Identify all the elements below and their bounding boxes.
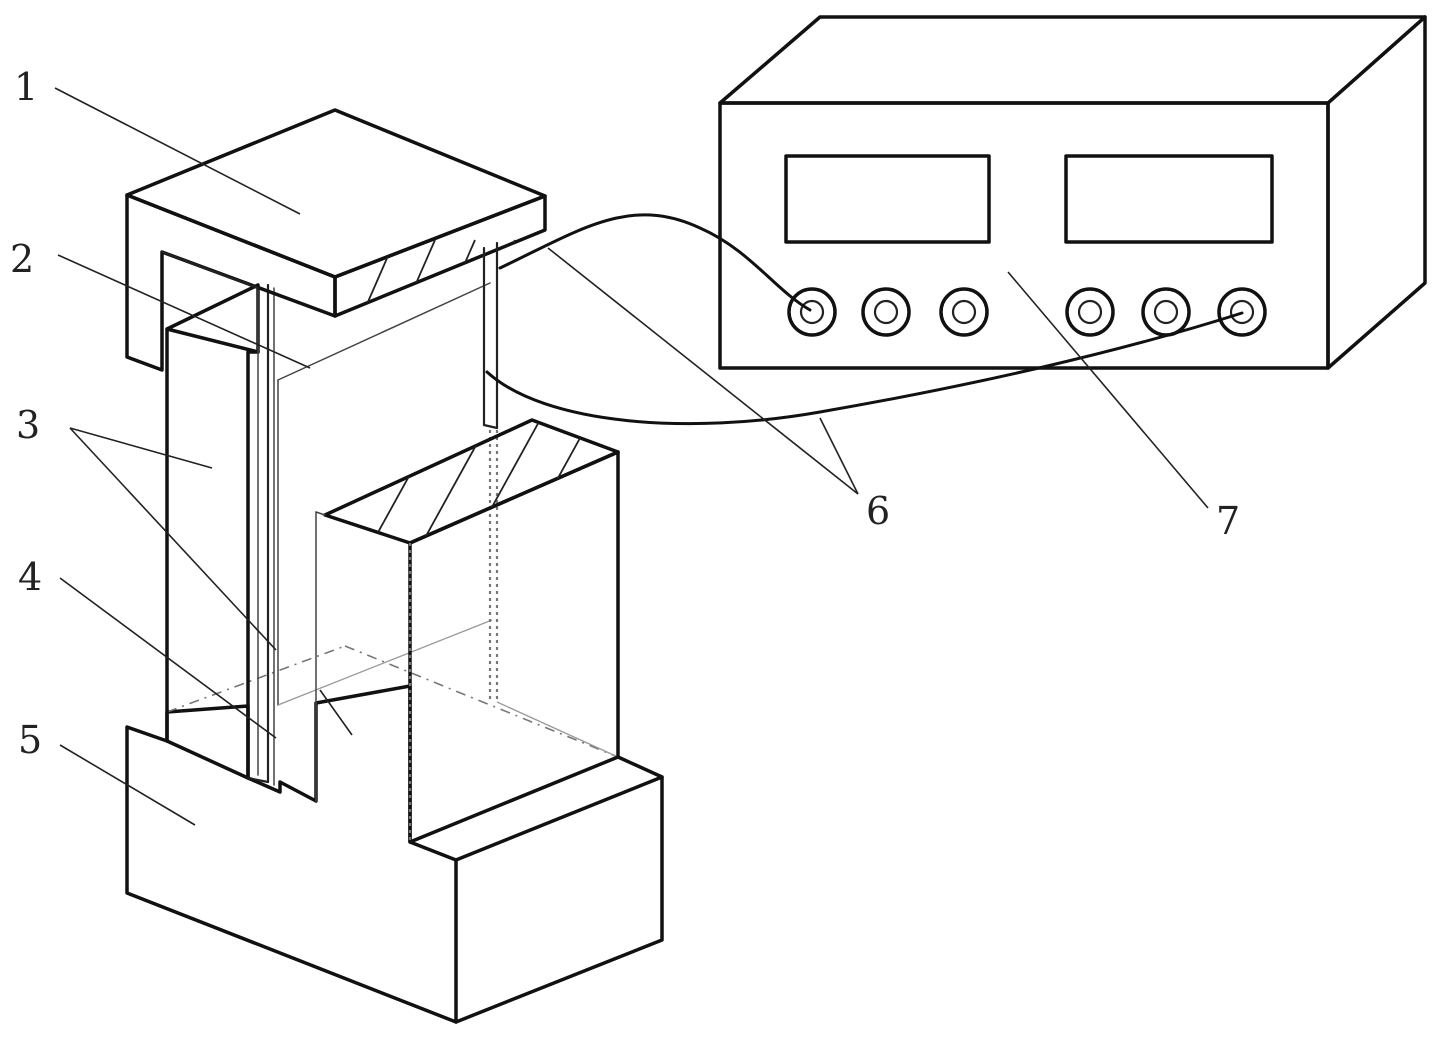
- label-4: 4: [18, 555, 42, 599]
- right-wall: [315, 418, 620, 844]
- terminal-knob: [1065, 287, 1115, 337]
- display-window-left: [784, 154, 991, 244]
- wire-upper: [498, 213, 812, 312]
- label-7: 7: [1216, 499, 1240, 543]
- label-5: 5: [18, 718, 42, 762]
- wire-lower: [485, 311, 1244, 426]
- label-2: 2: [10, 237, 34, 281]
- label-6: 6: [866, 489, 890, 533]
- terminal-knob: [1141, 287, 1191, 337]
- hatch-right-wall: [359, 420, 618, 543]
- label-3: 3: [16, 403, 40, 447]
- terminal-knob: [861, 287, 911, 337]
- power-supply-box: [718, 15, 1427, 370]
- display-window-right: [1064, 154, 1274, 244]
- leader-lines: [54, 87, 1209, 826]
- terminal-knob: [1217, 287, 1267, 337]
- top-cover: [125, 108, 547, 372]
- terminal-knob: [787, 287, 837, 337]
- label-1: 1: [14, 65, 38, 109]
- terminal-knobs: [787, 287, 1267, 337]
- labels: 1 2 3 4 5 6 7: [10, 65, 1240, 762]
- terminal-knob: [939, 287, 989, 337]
- base-block: [125, 645, 664, 1024]
- hatch-top-cover: [359, 239, 545, 316]
- electrode-plate: [482, 241, 499, 430]
- inner-chamber: [277, 282, 619, 758]
- left-wall: [165, 283, 275, 786]
- wires: [485, 213, 1244, 426]
